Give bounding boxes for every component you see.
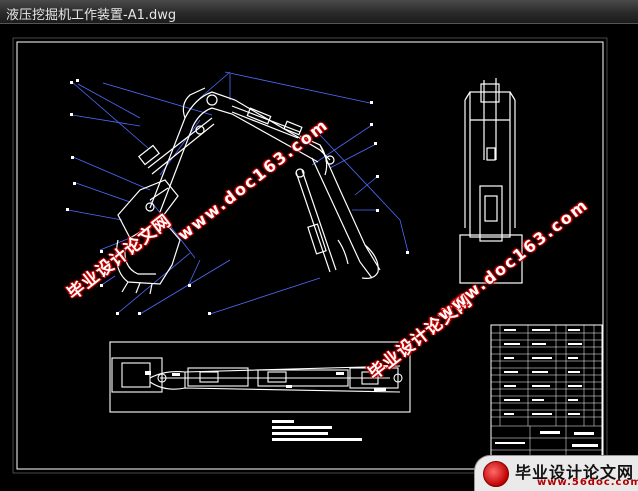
front-view-excavator <box>459 78 523 284</box>
cad-drawing-canvas[interactable]: 毕业设计论文网 www.doc163.com 毕业设计论文网 www.doc16… <box>0 25 638 490</box>
logo-url: www.56doc.com <box>537 477 638 488</box>
plan-view-marks <box>145 365 388 391</box>
technical-notes <box>272 420 362 441</box>
dimension-lines <box>67 71 409 315</box>
window-titlebar[interactable]: 液压挖掘机工作装置-A1.dwg <box>0 0 638 24</box>
side-view-excavator <box>115 87 381 295</box>
logo-text: 毕业设计论文网 <box>515 463 635 482</box>
drawing-outer-border <box>12 37 608 474</box>
site-logo-badge: 毕业设计论文网 www.56doc.com <box>474 455 638 491</box>
title-block <box>490 324 603 469</box>
cad-drawing <box>12 37 608 474</box>
drawing-border <box>16 41 604 470</box>
plan-view-excavator <box>109 341 411 413</box>
window-title: 液压挖掘机工作装置-A1.dwg <box>6 8 177 23</box>
logo-globe-icon <box>483 461 509 487</box>
dimension-nodes <box>66 79 409 315</box>
